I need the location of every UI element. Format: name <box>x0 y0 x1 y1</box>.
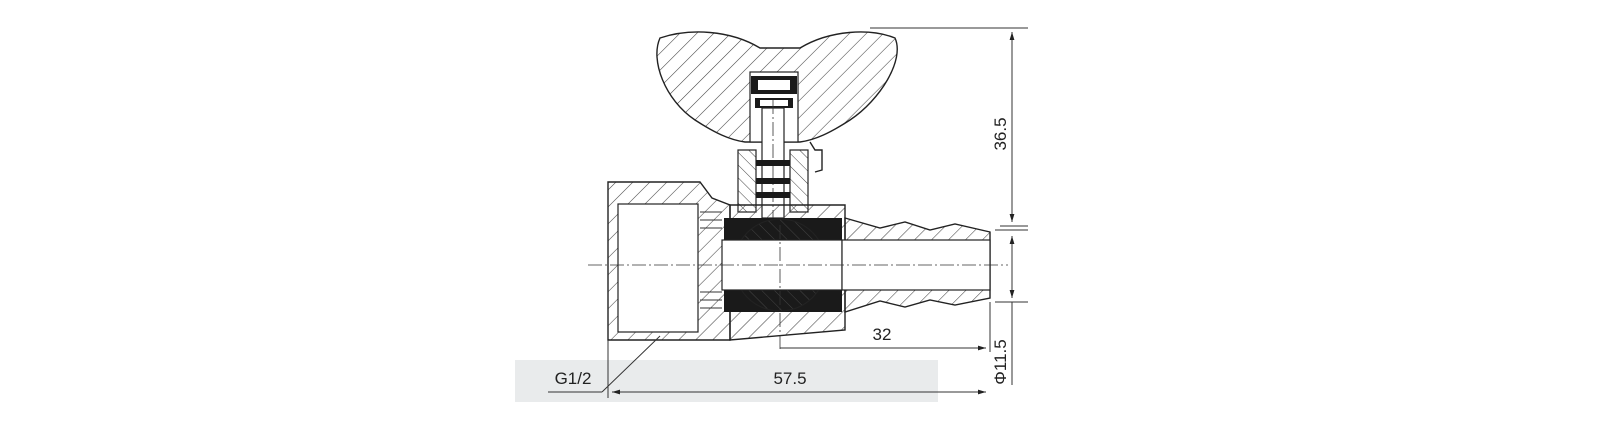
valve-body <box>607 181 991 341</box>
dimension-bore: Φ11.5 <box>991 229 1028 385</box>
thread-callout: G1/2 <box>548 335 661 393</box>
dim-overall-length-label: 57.5 <box>773 369 806 388</box>
o-ring <box>756 192 790 198</box>
dimension-overall-length: 57.5 <box>607 340 986 398</box>
o-ring <box>756 160 790 166</box>
label-band <box>515 360 938 402</box>
dimension-hose-length: 32 <box>780 302 991 352</box>
dim-height-label: 36.5 <box>991 117 1010 150</box>
butterfly-handle <box>656 31 898 173</box>
dim-hose-length-label: 32 <box>873 325 892 344</box>
dimension-height: 36.5 <box>870 27 1028 227</box>
dim-bore-label: Φ11.5 <box>991 339 1010 384</box>
thread-label: G1/2 <box>555 369 592 388</box>
o-ring <box>756 178 790 184</box>
